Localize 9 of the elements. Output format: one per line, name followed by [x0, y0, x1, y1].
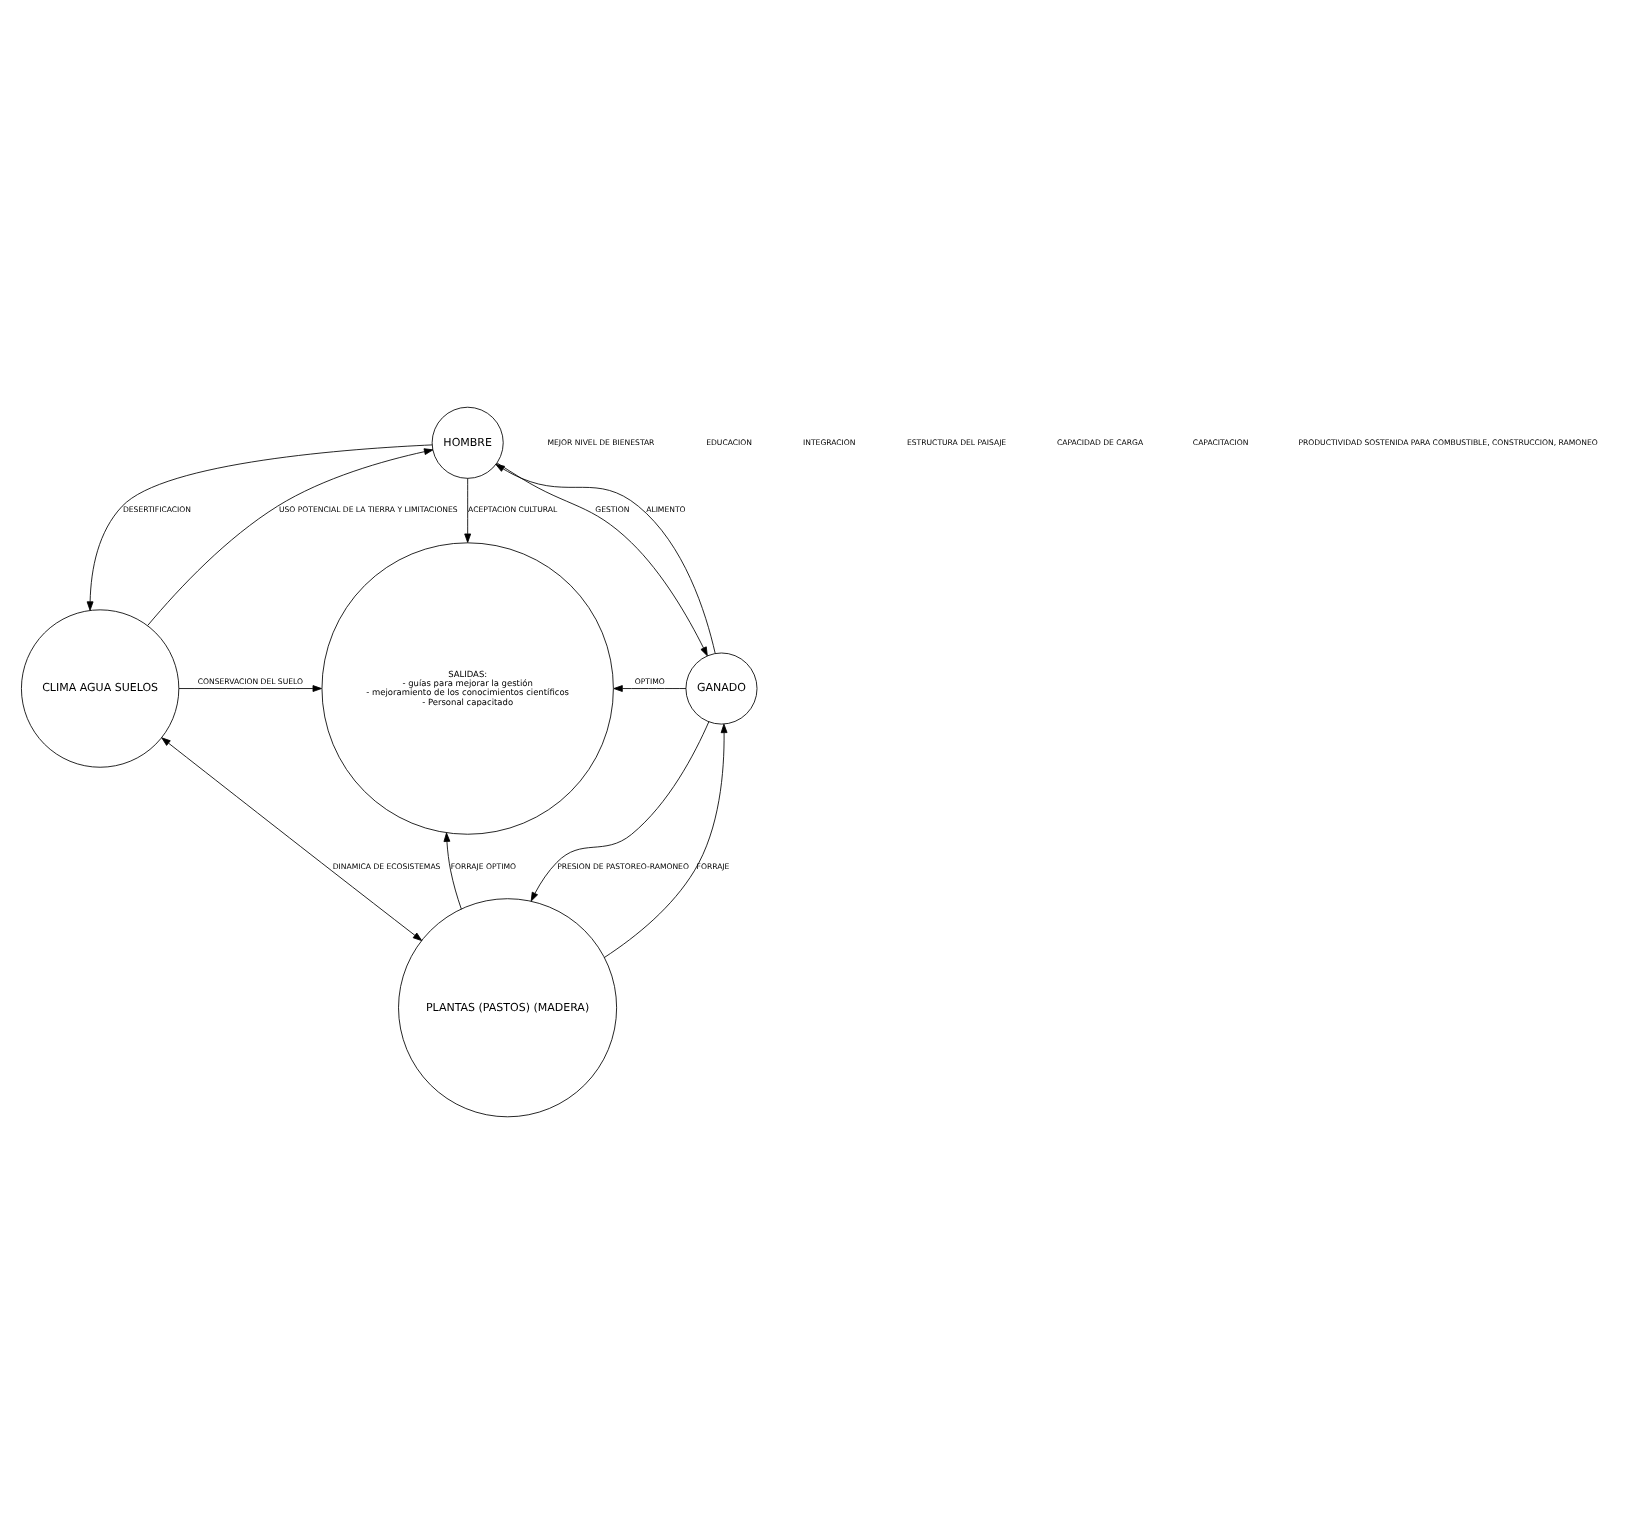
arrow	[603, 722, 728, 957]
arrow	[178, 684, 322, 691]
arrow	[161, 736, 423, 941]
arrow	[530, 720, 710, 901]
arrow	[147, 447, 434, 625]
arrow	[443, 831, 462, 909]
arrow	[86, 443, 433, 610]
arrow	[613, 684, 687, 691]
arrow	[464, 476, 472, 542]
